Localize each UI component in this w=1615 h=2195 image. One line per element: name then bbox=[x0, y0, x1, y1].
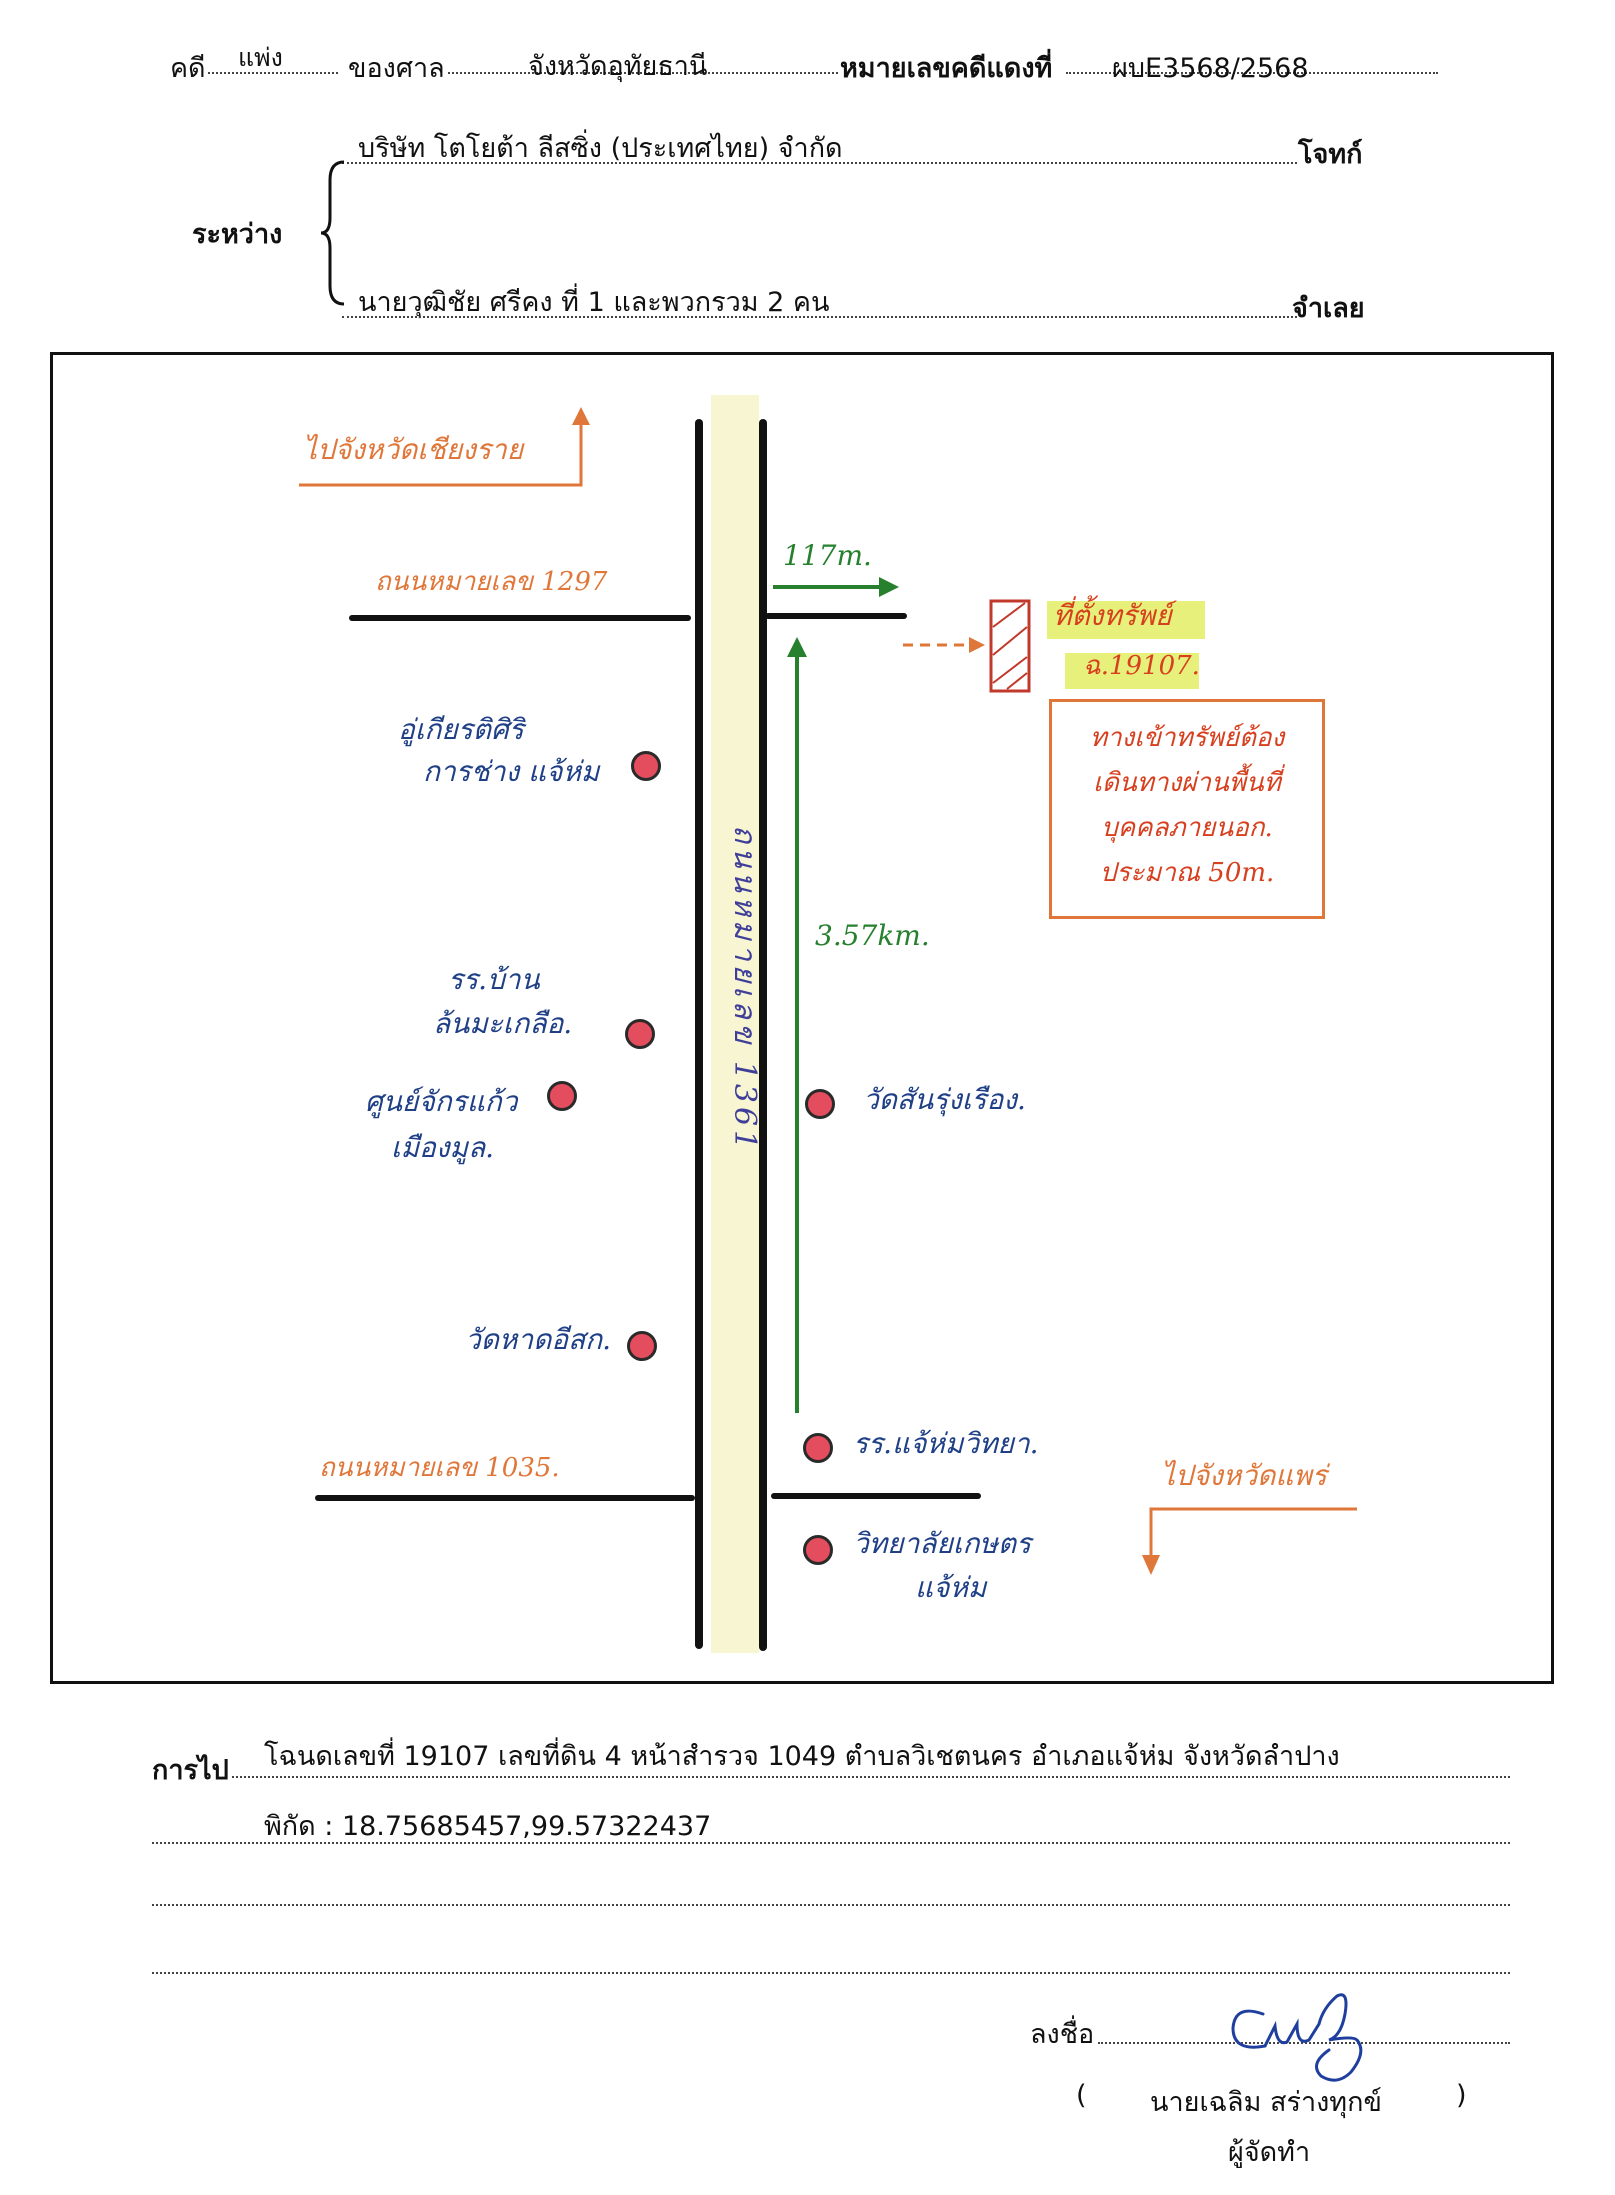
access-note-line-3: บุคคลภายนอก. bbox=[1101, 813, 1273, 843]
directions-line-1: โฉนดเลขที่ 19107 เลขที่ดิน 4 หน้าสำรวจ 1… bbox=[264, 1741, 1340, 1772]
to-phrae-label: ไปจังหวัดแพร่ bbox=[1161, 1459, 1327, 1492]
between-label: ระหว่าง bbox=[192, 219, 283, 250]
map-frame: ไปจังหวัดเชียงราย ถนนหมายเลข 1297 117m. … bbox=[50, 352, 1554, 1684]
case-value: แพ่ง bbox=[238, 43, 283, 72]
landmark-school-right-label: รร.แจ้ห่มวิทยา. bbox=[853, 1427, 1039, 1460]
directions-dotline-1 bbox=[232, 1776, 1510, 1778]
property-title: ที่ตั้งทรัพย์ bbox=[1053, 599, 1172, 632]
main-road-left-edge bbox=[695, 419, 703, 1649]
plaintiff-label: โจทก์ bbox=[1298, 139, 1363, 170]
property-deed: ฉ.19107. bbox=[1083, 651, 1200, 681]
landmark-college-line-1: วิทยาลัยเกษตร bbox=[853, 1527, 1032, 1560]
road-1297-label: ถนนหมายเลข 1297 bbox=[375, 567, 608, 597]
landmark-garage-line-1: อู่เกียรติศิริ bbox=[398, 713, 524, 746]
road-1035-line-right bbox=[771, 1493, 981, 1499]
landmark-wat-left-label: วัดหาดอีสก. bbox=[465, 1323, 612, 1356]
property-deed-highlight bbox=[1065, 653, 1199, 689]
red-case-label: หมายเลขคดีแดงที่ bbox=[840, 53, 1053, 84]
road-1035-label: ถนนหมายเลข 1035. bbox=[319, 1453, 560, 1483]
court-value: จังหวัดอุทัยธานี bbox=[528, 51, 708, 82]
landmark-wat-right-label: วัดสันรุ่งเรือง. bbox=[863, 1083, 1026, 1116]
case-label: คดี bbox=[170, 53, 206, 84]
main-road-surface bbox=[711, 395, 759, 1653]
landmark-school-right-dot bbox=[803, 1433, 833, 1463]
red-case-value: ผบE3568/2568 bbox=[1112, 53, 1309, 84]
distance-117m-label: 117m. bbox=[783, 539, 872, 572]
handwritten-signature bbox=[1231, 1993, 1363, 2082]
directions-line-2: พิกัด : 18.75685457,99.57322437 bbox=[264, 1811, 712, 1842]
landmark-wat-left-dot bbox=[627, 1331, 657, 1361]
access-note-line-4: ประมาณ 50m. bbox=[1099, 858, 1275, 888]
access-note-line-2: เดินทางผ่านพื้นที่ bbox=[1093, 768, 1281, 798]
main-road-right-edge bbox=[759, 419, 767, 1651]
between-brace bbox=[320, 160, 345, 306]
defendant-name: นายวุฒิชัย ศรีคง ที่ 1 และพวกรวม 2 คน bbox=[358, 287, 830, 318]
map-overlay-arrows bbox=[299, 407, 1357, 1575]
road-1297-line-right bbox=[765, 613, 907, 619]
defendant-label: จำเลย bbox=[1292, 293, 1365, 324]
defendant-dotline bbox=[342, 316, 1297, 318]
property-title-highlight bbox=[1047, 601, 1205, 639]
landmark-police-line-2: เมืองมูล. bbox=[391, 1131, 495, 1164]
main-road-label: ถนนหมายเลข 1361 bbox=[727, 825, 762, 1154]
preparer-name: นายเฉลิม สร่างทุกข์ bbox=[1150, 2087, 1382, 2118]
open-paren: ( bbox=[1076, 2080, 1087, 2111]
court-label: ของศาล bbox=[348, 53, 445, 84]
red-case-dotline bbox=[1066, 72, 1438, 74]
directions-dotline-3 bbox=[152, 1904, 1510, 1906]
court-dotline bbox=[448, 72, 838, 74]
distance-357km-label: 3.57km. bbox=[815, 919, 930, 952]
access-note-box: ทางเข้าทรัพย์ต้อง เดินทางผ่านพื้นที่ บุค… bbox=[1049, 699, 1325, 919]
close-paren: ) bbox=[1456, 2080, 1467, 2111]
landmark-police-dot bbox=[547, 1081, 577, 1111]
road-1297-line-left bbox=[349, 615, 691, 621]
preparer-role: ผู้จัดทำ bbox=[1228, 2137, 1311, 2168]
landmark-college-line-2: แจ้ห่ม bbox=[915, 1571, 987, 1604]
to-chiang-rai-label: ไปจังหวัดเชียงราย bbox=[303, 433, 524, 466]
landmark-garage-dot bbox=[631, 751, 661, 781]
road-1035-line-left bbox=[315, 1495, 695, 1501]
plaintiff-dotline bbox=[342, 162, 1297, 164]
directions-dotline-4 bbox=[152, 1972, 1510, 1974]
landmark-school-ban-line-1: รร.บ้าน bbox=[448, 963, 540, 996]
directions-label: การไป bbox=[152, 1755, 229, 1786]
landmark-school-ban-line-2: ล้นมะเกลือ. bbox=[433, 1007, 573, 1040]
sign-dotline bbox=[1098, 2042, 1510, 2044]
landmark-school-ban-dot bbox=[625, 1019, 655, 1049]
landmark-police-line-1: ศูนย์จักรแก้ว bbox=[365, 1085, 518, 1118]
directions-dotline-2 bbox=[152, 1842, 1510, 1844]
case-dotline bbox=[208, 72, 338, 74]
landmark-wat-right-dot bbox=[805, 1089, 835, 1119]
landmark-college-dot bbox=[803, 1535, 833, 1565]
landmark-garage-line-2: การช่าง แจ้ห่ม bbox=[423, 755, 600, 788]
plaintiff-name: บริษัท โตโยต้า ลีสซิ่ง (ประเทศไทย) จำกัด bbox=[358, 133, 843, 164]
sign-label: ลงชื่อ bbox=[1030, 2019, 1095, 2050]
access-note-line-1: ทางเข้าทรัพย์ต้อง bbox=[1089, 723, 1285, 753]
